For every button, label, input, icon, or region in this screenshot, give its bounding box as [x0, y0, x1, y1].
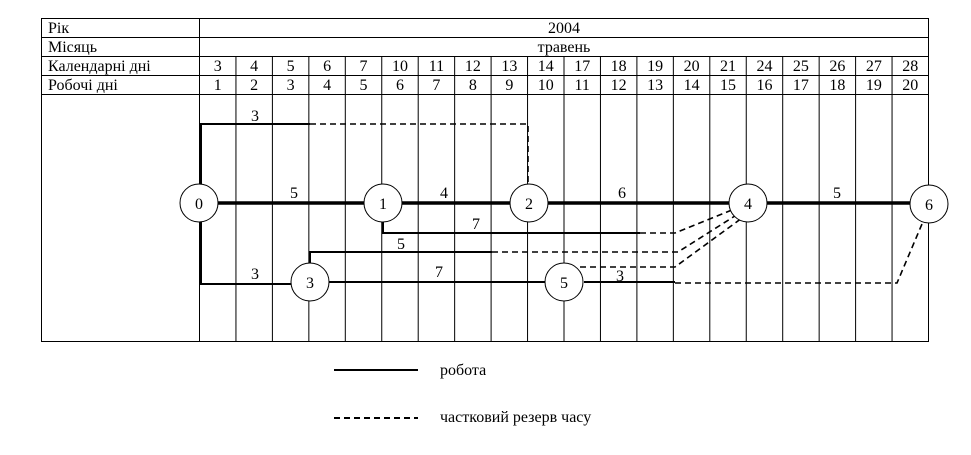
legend: робота частковий резерв часу — [334, 362, 591, 426]
duration-label: 7 — [435, 264, 443, 281]
duration-label: 6 — [618, 185, 626, 202]
work-1-4 — [382, 222, 640, 234]
reserve-0-2 — [310, 123, 529, 185]
working-day-cell: 3 — [287, 77, 295, 94]
work-3-4 — [309, 251, 492, 263]
working-day-cell: 8 — [469, 77, 477, 94]
duration-label: 5 — [290, 185, 298, 202]
calendar-day-cell: 25 — [793, 58, 809, 75]
working-day-cell: 6 — [396, 77, 404, 94]
event-node-label: 5 — [560, 275, 568, 292]
calendar-days-row: 3 4 5 6 7 10 11 12 13 14 17 18 19 20 21 24 25 26 27 28 — [214, 58, 919, 75]
working-day-cell: 14 — [684, 77, 700, 94]
event-node-6: 6 — [909, 184, 949, 224]
working-day-cell: 11 — [575, 77, 590, 94]
event-node-label: 6 — [925, 197, 933, 214]
calendar-day-cell: 6 — [323, 58, 331, 75]
event-node-label: 3 — [306, 275, 314, 292]
working-day-cell: 7 — [432, 77, 440, 94]
legend-solid-label: робота — [440, 362, 486, 379]
duration-label: 3 — [251, 108, 259, 125]
duration-labels: 3 5 4 6 5 7 5 3 7 3 — [251, 108, 841, 285]
calendar-day-cell: 7 — [360, 58, 368, 75]
working-days-label: Робочі дні — [48, 77, 118, 94]
duration-label: 3 — [616, 268, 624, 285]
year-label: Рік — [48, 20, 69, 37]
calendar-day-cell: 18 — [611, 58, 627, 75]
calendar-day-cell: 19 — [647, 58, 663, 75]
working-day-cell: 5 — [360, 77, 368, 94]
event-node-label: 4 — [744, 196, 752, 213]
working-day-cell: 16 — [756, 77, 772, 94]
reserve-5-4-upper — [580, 217, 743, 268]
event-nodes: 0 1 2 4 6 3 5 — [179, 183, 949, 302]
event-node-label: 0 — [195, 196, 203, 213]
working-day-cell: 13 — [647, 77, 663, 94]
event-node-3: 3 — [290, 262, 330, 302]
event-node-label: 1 — [379, 196, 387, 213]
calendar-day-cell: 11 — [429, 58, 444, 75]
calendar-day-cell: 21 — [720, 58, 736, 75]
schedule-table-grid — [41, 18, 929, 342]
day-column-lines — [235, 56, 893, 342]
event-node-1: 1 — [363, 183, 403, 223]
event-node-label: 2 — [525, 196, 533, 213]
calendar-day-cell: 26 — [829, 58, 845, 75]
working-day-cell: 2 — [250, 77, 258, 94]
calendar-day-cell: 17 — [574, 58, 590, 75]
calendar-day-cell: 12 — [465, 58, 481, 75]
month-value: травень — [538, 39, 591, 56]
working-day-cell: 12 — [611, 77, 627, 94]
event-node-2: 2 — [509, 183, 549, 223]
calendar-day-cell: 20 — [684, 58, 700, 75]
duration-label: 5 — [833, 185, 841, 202]
event-node-0: 0 — [179, 183, 219, 223]
calendar-day-cell: 3 — [214, 58, 222, 75]
reserve-lines — [310, 123, 923, 284]
year-value: 2004 — [548, 20, 580, 37]
calendar-days-label: Календарні дні — [48, 58, 151, 75]
work-0-2-top — [200, 123, 310, 185]
working-day-cell: 10 — [538, 77, 554, 94]
calendar-day-cell: 24 — [756, 58, 772, 75]
working-day-cell: 17 — [793, 77, 809, 94]
reserve-3-4 — [492, 213, 739, 253]
calendar-day-cell: 14 — [538, 58, 554, 75]
work-lines — [200, 123, 910, 285]
calendar-day-cell: 5 — [287, 58, 295, 75]
working-day-cell: 19 — [866, 77, 882, 94]
working-day-cell: 1 — [214, 77, 222, 94]
duration-label: 3 — [251, 266, 259, 283]
working-day-cell: 4 — [323, 77, 331, 94]
reserve-1-4 — [640, 209, 733, 234]
calendar-day-cell: 10 — [392, 58, 408, 75]
calendar-day-cell: 13 — [501, 58, 517, 75]
reserve-5-6 — [675, 223, 923, 284]
calendar-day-cell: 28 — [902, 58, 918, 75]
calendar-day-cell: 27 — [866, 58, 882, 75]
duration-label: 4 — [440, 185, 448, 202]
calendar-day-cell: 4 — [250, 58, 258, 75]
event-node-4: 4 — [728, 183, 768, 223]
duration-label: 5 — [397, 236, 405, 253]
work-0-3 — [200, 222, 291, 285]
legend-dashed-label: частковий резерв часу — [440, 409, 591, 426]
duration-label: 7 — [472, 216, 480, 233]
month-label: Місяць — [48, 39, 97, 56]
event-node-5: 5 — [544, 262, 584, 302]
working-day-cell: 15 — [720, 77, 736, 94]
working-day-cell: 18 — [829, 77, 845, 94]
working-day-cell: 9 — [505, 77, 513, 94]
working-day-cell: 20 — [902, 77, 918, 94]
